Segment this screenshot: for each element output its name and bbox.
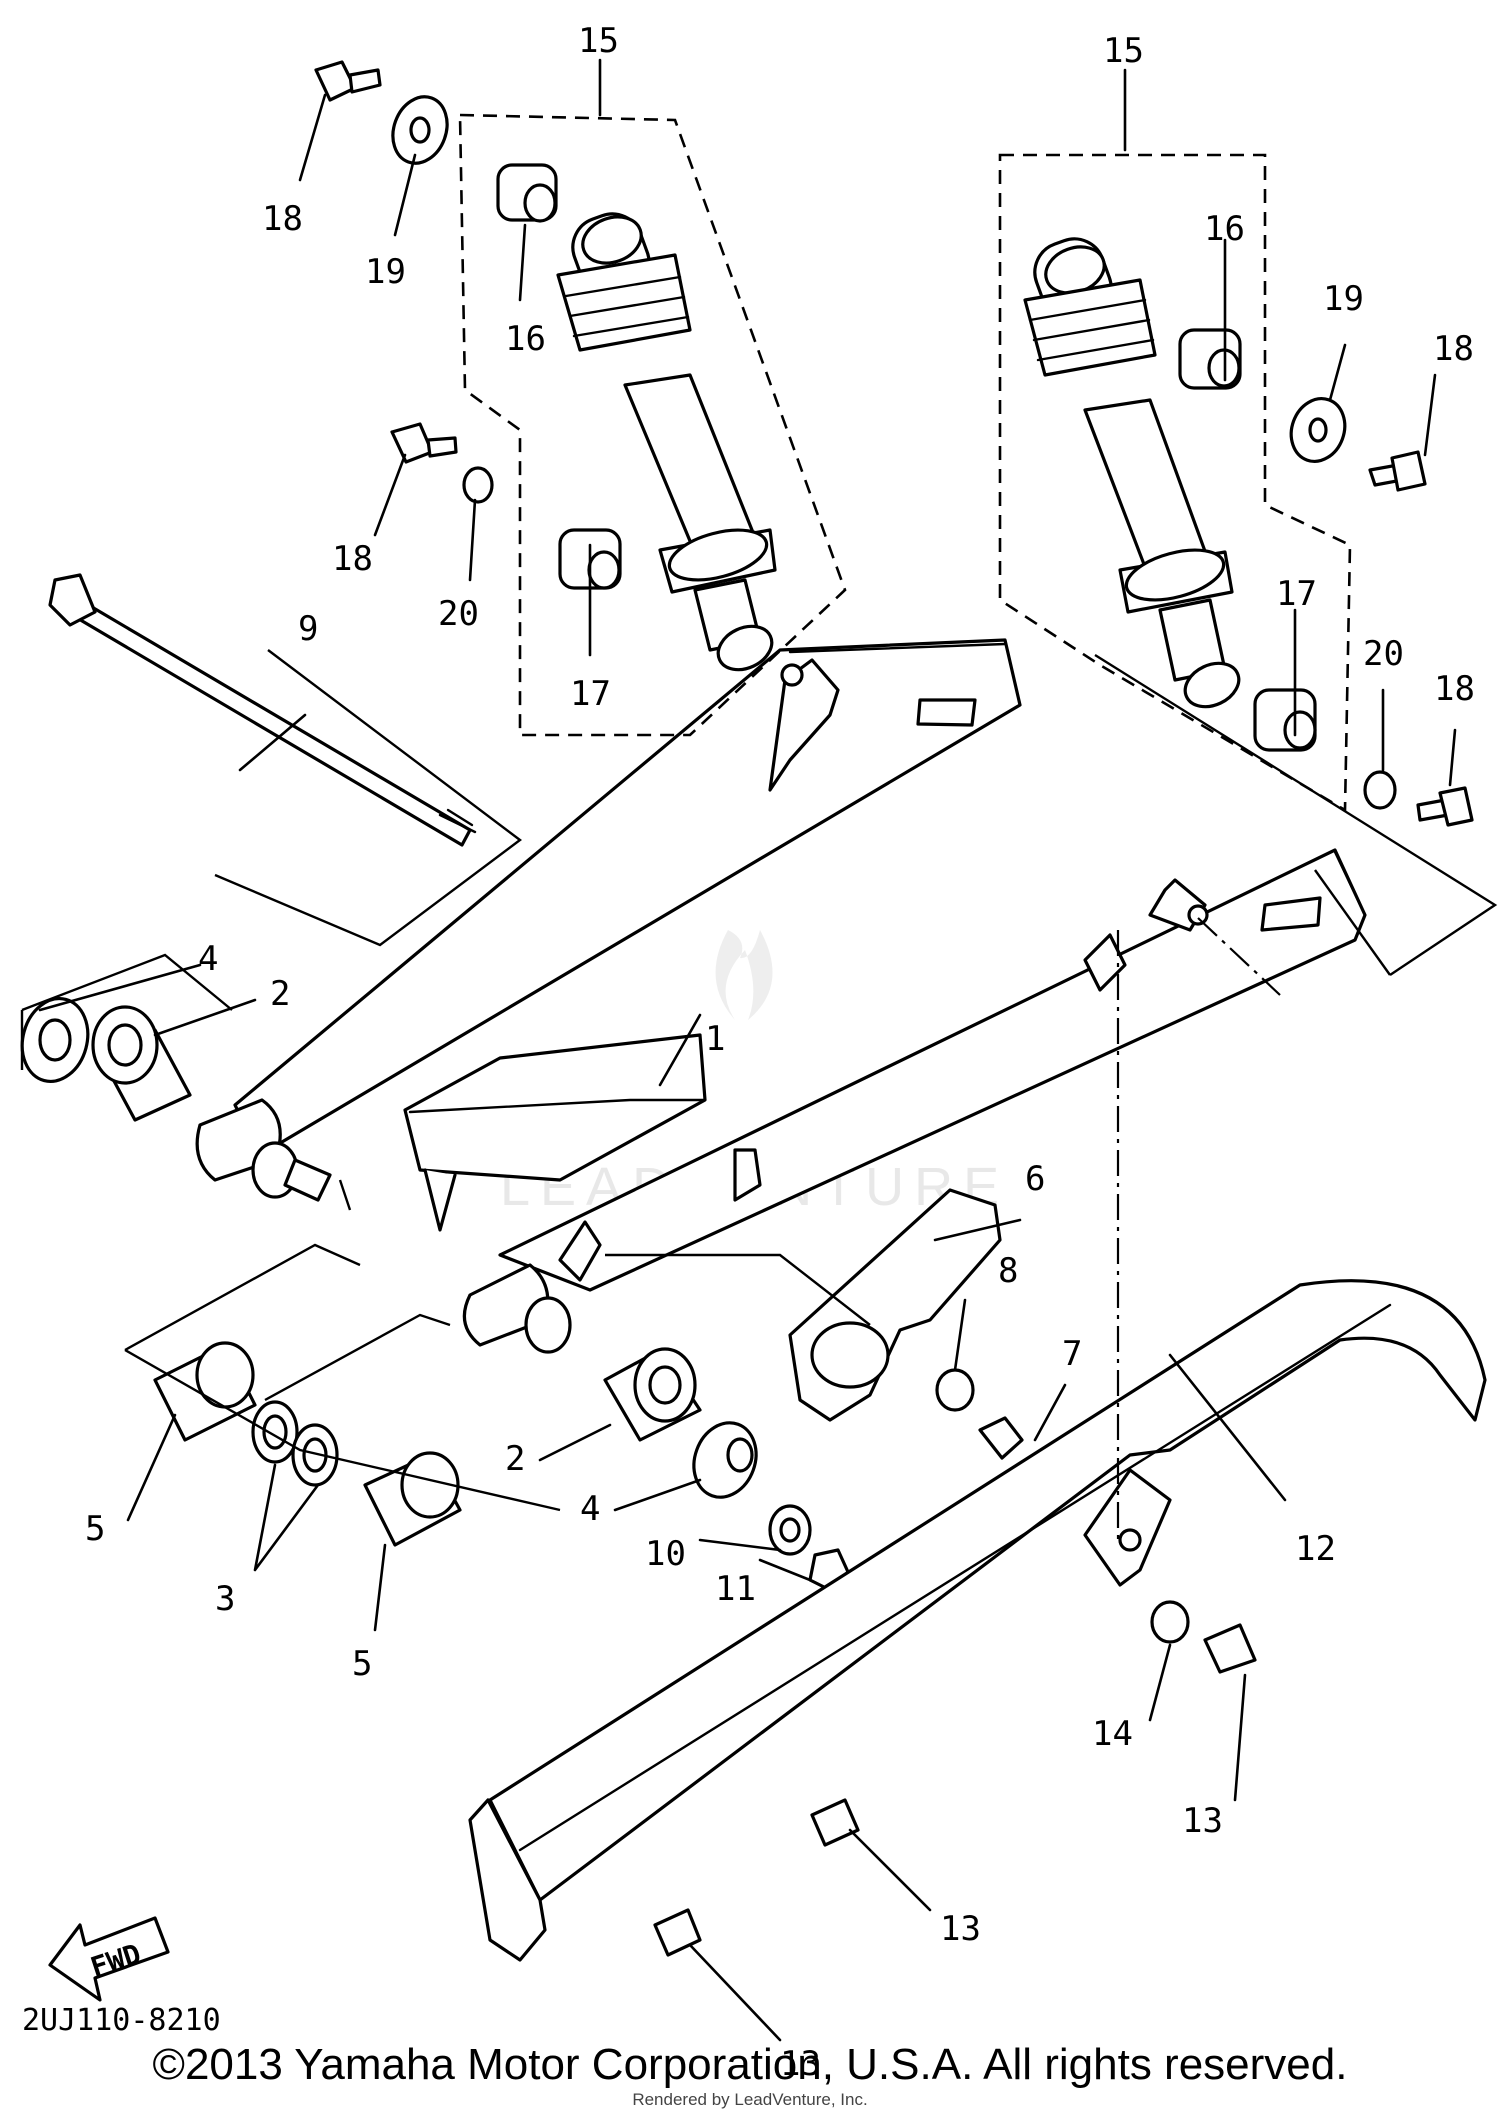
callout-9: 9 [298, 609, 318, 649]
callout-15-left: 15 [578, 21, 619, 61]
bolt-7 [978, 1416, 1024, 1460]
swingarm [195, 638, 1367, 1354]
diagram-reference-code: 2UJ110-8210 [22, 2003, 221, 2038]
washer-19-right [1289, 397, 1347, 463]
callout-18-a: 18 [262, 199, 303, 239]
washer-8 [935, 1368, 975, 1412]
forward-arrow-icon: FWD [48, 1916, 170, 2002]
bolt-18-top-left [314, 60, 382, 102]
shock-group-outline-right [998, 153, 1352, 813]
callout-15-right: 15 [1103, 31, 1144, 71]
callout-4-a: 4 [198, 939, 218, 979]
screw-13-middle [810, 1798, 860, 1847]
washer-14 [1150, 1600, 1190, 1644]
callout-7: 7 [1062, 1334, 1082, 1374]
callout-1: 1 [705, 1019, 725, 1059]
screw-13-right [1203, 1623, 1257, 1674]
rendered-by-credit: Rendered by LeadVenture, Inc. [632, 2090, 868, 2109]
callout-13-a: 13 [1182, 1801, 1223, 1841]
collar-5-right [363, 1451, 462, 1547]
bushing-17-right [1253, 688, 1317, 752]
callout-6: 6 [1025, 1159, 1045, 1199]
callout-8: 8 [998, 1251, 1018, 1291]
bushing-16-left [496, 163, 558, 223]
callout-18-c: 18 [1433, 329, 1474, 369]
callout-13-b: 13 [940, 1909, 981, 1949]
bolt-18-lower-right [1416, 786, 1474, 827]
shock-absorber-right [1023, 237, 1241, 709]
shim-3-b [291, 1423, 339, 1487]
callout-16-a: 16 [505, 319, 546, 359]
callout-17-b: 17 [1276, 574, 1317, 614]
callout-12: 12 [1295, 1529, 1336, 1569]
callout-numbers: 15 15 18 19 16 18 20 17 9 16 19 18 17 20… [85, 21, 1475, 2084]
seal-4-lower [692, 1421, 758, 1499]
washer-20-right [1363, 770, 1397, 810]
callout-13-c: 13 [780, 2044, 821, 2084]
shim-3-a [251, 1400, 299, 1464]
callout-3: 3 [215, 1579, 235, 1619]
callout-14: 14 [1092, 1714, 1133, 1754]
callout-19-a: 19 [365, 252, 406, 292]
shock-absorber-left [556, 212, 777, 672]
shock-group-outline-left [458, 113, 847, 737]
screw-13-lower [653, 1908, 702, 1957]
copyright-notice: ©2013 Yamaha Motor Corporation, U.S.A. A… [152, 2040, 1348, 2089]
callout-18-d: 18 [1434, 669, 1475, 709]
leader-lines [38, 58, 1457, 2042]
washer-10 [768, 1504, 812, 1556]
callout-4-b: 4 [580, 1489, 600, 1529]
bolt-18-upper-right [1368, 450, 1427, 492]
bolt-18-mid-left [390, 422, 458, 464]
washer-20-left [462, 466, 494, 504]
callout-5-a: 5 [85, 1509, 105, 1549]
pivot-shaft [48, 573, 477, 847]
chain-guide [788, 1188, 1002, 1422]
callout-5-b: 5 [352, 1644, 372, 1684]
callout-11: 11 [715, 1569, 756, 1609]
collar-5-left [153, 1341, 257, 1442]
seal-4-upper [20, 996, 90, 1084]
callout-10: 10 [645, 1534, 686, 1574]
callout-19-b: 19 [1323, 279, 1364, 319]
alignment-line [1116, 917, 1281, 1540]
callout-2-a: 2 [270, 974, 290, 1014]
callout-20-b: 20 [1363, 634, 1404, 674]
washer-19-left [391, 95, 449, 165]
callout-18-b: 18 [332, 539, 373, 579]
bushing-2-upper [91, 1005, 192, 1122]
bushing-2-lower [603, 1347, 702, 1442]
assembly-planes [20, 649, 1498, 1512]
bushing-16-right [1178, 328, 1242, 390]
chain-case [468, 1279, 1487, 1962]
callout-2-b: 2 [505, 1439, 525, 1479]
callout-20-a: 20 [438, 594, 479, 634]
callout-17-a: 17 [570, 674, 611, 714]
callout-16-b: 16 [1204, 209, 1245, 249]
